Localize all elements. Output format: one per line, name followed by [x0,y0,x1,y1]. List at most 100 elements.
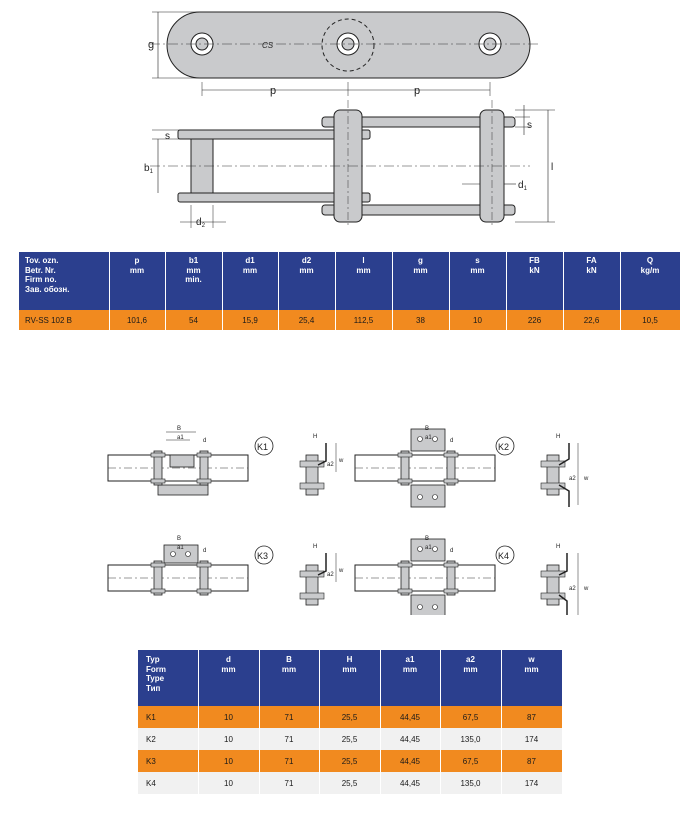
attachment-k1-front [107,450,249,496]
table2-cell: 10 [198,728,260,750]
k4-dim-w: w [583,586,589,592]
table2-header-2-line-1: mm [281,664,297,674]
table2-cell: 10 [198,750,260,772]
table2-cell: 71 [259,706,320,728]
table1-header-5-line-1: mm [356,265,371,275]
table2-header-5-line-1: mm [463,664,478,674]
dim-label-b1: b1 [144,163,154,175]
table2-cell: 10 [198,706,260,728]
table2-cell: 44,45 [380,728,441,750]
table2-header-4-line-0: a1 [405,655,415,664]
k3-dim-d: d [203,548,206,554]
table1-header-6-line-0: g [418,256,423,265]
table1-header-9-line-1: kN [586,265,597,275]
attachment-k2-front [354,428,496,508]
k3-dim-B: B [177,536,181,542]
dim-label-g: g [148,39,154,51]
table1-header-2-line-2: min. [185,275,202,284]
table1-cell: 226 [506,310,564,330]
table1-header-1-line-1: mm [129,265,145,275]
table2-cell: K4 [138,772,199,794]
table1-header-7-line-1: mm [470,265,485,275]
table1-header-8-line-0: FB [529,256,540,265]
table2-header-0-line-1: Form [146,664,166,674]
k4-dim-d: d [450,548,453,554]
table2-header-3-line-0: H [346,655,353,664]
label-k1: K1 [257,442,268,452]
k1-dim-a2: a2 [327,462,334,468]
label-k4: K4 [498,551,509,561]
logo-mark: CS [262,41,274,50]
table2-header-2-line-0: B [286,655,292,664]
attachment-k3-front [107,544,249,596]
table1-cell: RV-SS 102 B [19,310,110,330]
table1-cell: 25,4 [278,310,336,330]
table2-cell: 135,0 [440,772,502,794]
attachment-drawings: B a1 d K1 H a2 w B a1 d K2 H a2 w [107,426,589,615]
table2-header-5-line-0: a2 [466,655,475,664]
k1-dim-w: w [338,458,344,464]
table2-cell: 71 [259,728,320,750]
table2-cell: 71 [259,772,320,794]
table1-header-0-line-1: Betr. Nr. [25,265,56,275]
table2-header-6-line-1: mm [524,664,539,674]
k2-dim-a1: a1 [425,435,432,441]
table1-header-6-line-1: mm [413,265,428,275]
table2-header-0-line-2: Type [146,674,165,683]
attachment-k2-side [540,443,570,507]
label-k2: K2 [498,442,509,452]
dim-label-s-right: s [527,120,532,131]
table1-header-0: Tov. ozn.Betr. Nr.Firm no.Зав. обозн. [19,252,110,310]
table1-cell: 101,6 [109,310,166,330]
table1-header-2-line-0: b1 [188,256,199,265]
table1-header-4-line-0: d2 [301,256,312,265]
table2-cell: 67,5 [440,750,502,772]
table1-cell: 10 [449,310,507,330]
chain-side-view [177,109,516,223]
table2-cell: 44,45 [380,750,441,772]
dim-label-d2: d2 [196,217,206,229]
table2-cell: K3 [138,750,199,772]
k1-dim-H: H [313,434,317,440]
table2-cell: 174 [501,728,563,750]
k3-dim-a1: a1 [177,545,184,551]
table1-header-4-line-1: mm [299,265,314,275]
dim-label-l: l [551,162,553,173]
table1-header-9-line-0: FA [586,256,597,265]
table2-header-4-line-1: mm [402,664,418,674]
table2-cell: 10 [198,772,260,794]
table2-cell: 25,5 [319,772,381,794]
k4-dim-a2: a2 [569,586,576,592]
table1-cell: 22,6 [563,310,621,330]
table1-header-2-line-1: mm [186,265,201,275]
k1-dim-d: d [203,438,206,444]
table2-cell: 71 [259,750,320,772]
k2-dim-B: B [425,426,429,432]
k2-dim-a2: a2 [569,476,576,482]
label-k3: K3 [257,551,268,561]
table2-cell: 135,0 [440,728,502,750]
table1-header-3-line-0: d1 [245,256,255,265]
table2-cell: 87 [501,706,563,728]
k4-dim-B: B [425,536,429,542]
table1-cell: 112,5 [335,310,393,330]
attachment-k1-side [299,443,327,496]
table1-header-0-line-3: Зав. обозн. [25,284,70,294]
table2-header-0-line-0: Typ [146,655,160,664]
